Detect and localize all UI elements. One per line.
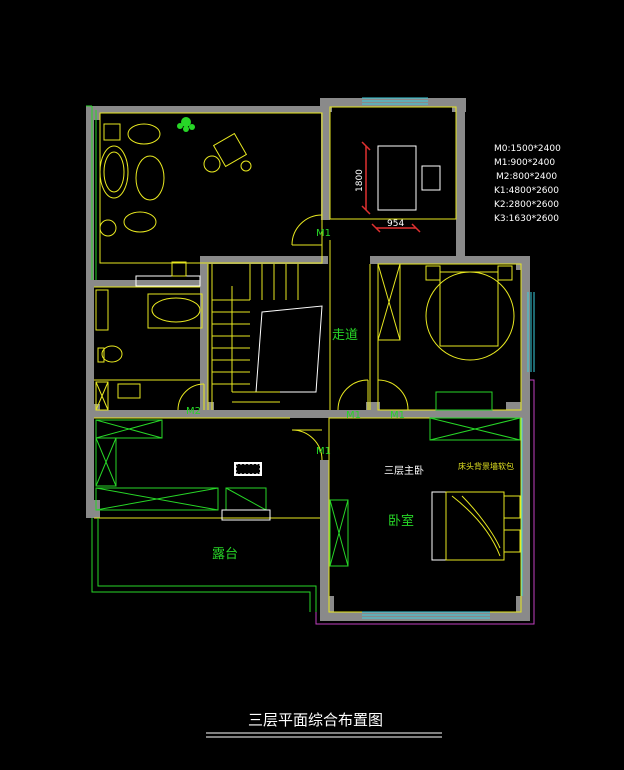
door-label: M1 bbox=[390, 410, 405, 421]
legend-item: M0:1500*2400 bbox=[494, 144, 561, 154]
corridor-label: 走道 bbox=[332, 328, 358, 343]
upper-bedroom-storage bbox=[435, 391, 493, 411]
master-bed bbox=[431, 491, 521, 561]
cabinets bbox=[95, 417, 521, 567]
terrace-outline bbox=[86, 105, 317, 612]
kitchenette bbox=[135, 261, 201, 287]
master-bedroom-label: 三层主卧 bbox=[384, 464, 424, 477]
drawing-title: 三层平面综合布置图 bbox=[248, 711, 383, 729]
legend: M0:1500*2400 M1:900*2400 M2:800*2400 K1:… bbox=[494, 144, 561, 224]
door-label: M1 bbox=[346, 410, 361, 421]
bedroom-label: 卧室 bbox=[388, 513, 414, 529]
terrace-label: 露台 bbox=[212, 547, 238, 562]
door-label: M1 bbox=[316, 228, 331, 239]
title-underline bbox=[206, 732, 442, 738]
bathroom-fixtures bbox=[95, 289, 203, 411]
legend-item: K3:1630*2600 bbox=[494, 214, 559, 224]
door-label: M1 bbox=[316, 446, 331, 457]
upper-bedroom-furniture bbox=[377, 263, 515, 361]
outer-outline bbox=[315, 379, 535, 625]
legend-item: K2:2800*2600 bbox=[494, 200, 559, 210]
dimension-height: 1800 bbox=[355, 169, 365, 192]
door-swings bbox=[177, 214, 409, 461]
legend-item: K1:4800*2600 bbox=[494, 186, 559, 196]
legend-item: M2:800*2400 bbox=[496, 172, 557, 182]
windows bbox=[362, 97, 535, 619]
walls bbox=[86, 98, 530, 621]
study-furniture bbox=[377, 145, 441, 211]
wall-note-label: 床头背景墙软包 bbox=[458, 461, 514, 471]
plant-icon bbox=[177, 117, 195, 132]
dimension-width: 954 bbox=[387, 219, 404, 229]
stair bbox=[211, 264, 323, 410]
floor-drain-icon bbox=[234, 462, 262, 476]
legend-item: M1:900*2400 bbox=[494, 158, 555, 168]
study-dimensions bbox=[361, 141, 421, 233]
lounge-furniture bbox=[99, 123, 252, 237]
door-label: M2 bbox=[186, 406, 201, 417]
